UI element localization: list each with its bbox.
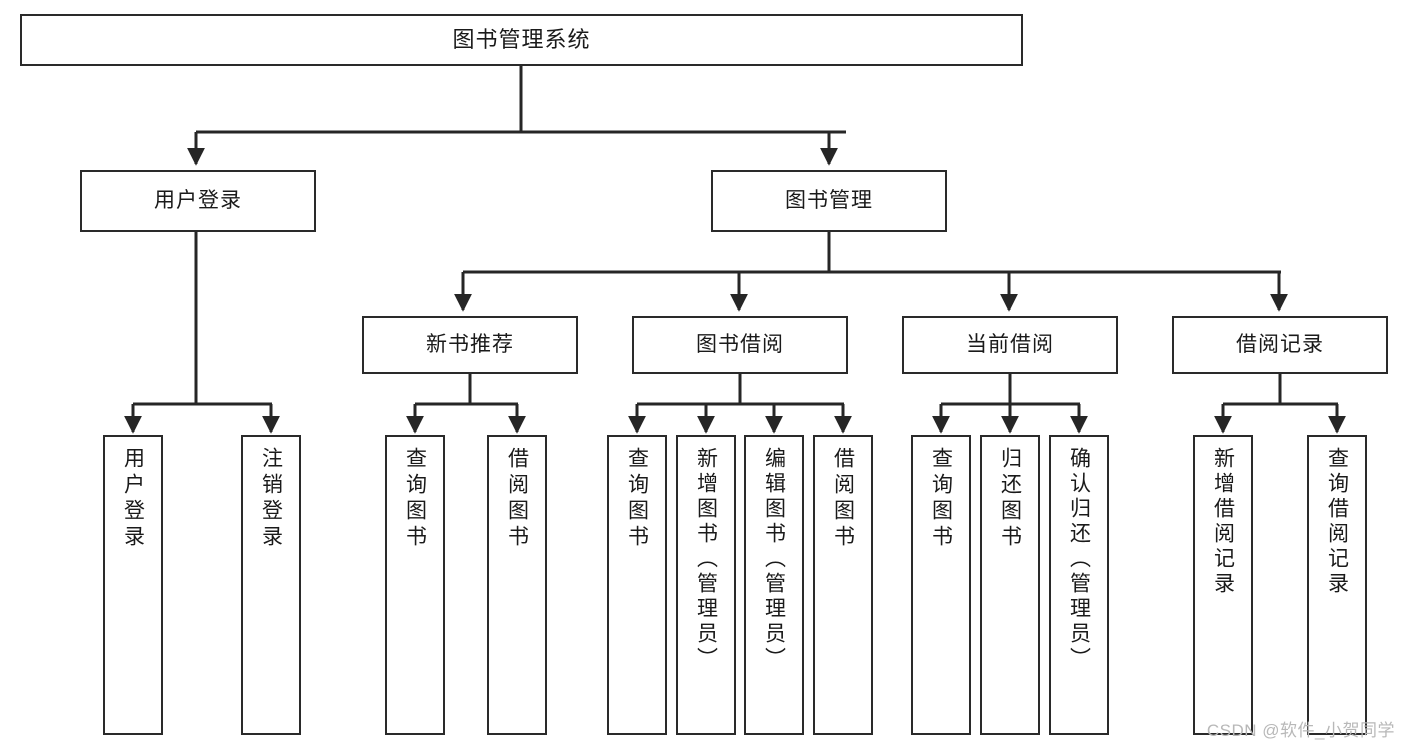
node-book-management[interactable]: 图书管理 [711,170,947,232]
leaf-edit-book-admin[interactable]: 编辑图书（管理员） [744,435,804,735]
node-label: 借阅图书 [831,447,855,551]
node-user-login[interactable]: 用户登录 [80,170,316,232]
leaf-return-book[interactable]: 归还图书 [980,435,1040,735]
leaf-add-borrow-record[interactable]: 新增借阅记录 [1193,435,1253,735]
node-label: 确认归还（管理员） [1067,447,1091,672]
leaf-query-borrow-record[interactable]: 查询借阅记录 [1307,435,1367,735]
node-label: 查询图书 [403,447,427,551]
leaf-user-logout[interactable]: 注销登录 [241,435,301,735]
node-label: 查询借阅记录 [1325,447,1349,597]
leaf-borrow-book[interactable]: 借阅图书 [813,435,873,735]
node-label: 编辑图书（管理员） [762,447,786,672]
node-label: 注销登录 [259,447,283,551]
node-book-borrowing[interactable]: 图书借阅 [632,316,848,374]
node-label: 借阅图书 [505,447,529,551]
node-label: 借阅记录 [1236,332,1324,356]
leaf-new-book-borrow[interactable]: 借阅图书 [487,435,547,735]
node-new-book-recommendation[interactable]: 新书推荐 [362,316,578,374]
node-label: 图书管理 [785,188,873,212]
node-label: 用户登录 [154,188,242,212]
leaf-add-book-admin[interactable]: 新增图书（管理员） [676,435,736,735]
node-label: 图书管理系统 [452,27,591,53]
node-label: 新书推荐 [426,332,514,356]
node-borrow-records[interactable]: 借阅记录 [1172,316,1388,374]
node-label: 用户登录 [121,447,145,551]
leaf-borrow-query-book[interactable]: 查询图书 [607,435,667,735]
node-label: 新增图书（管理员） [694,447,718,672]
node-label: 归还图书 [998,447,1022,551]
watermark-text: CSDN @软件_小贺同学 [1206,721,1395,740]
node-root-book-management-system[interactable]: 图书管理系统 [20,14,1023,66]
node-label: 新增借阅记录 [1211,447,1235,597]
leaf-current-query-book[interactable]: 查询图书 [911,435,971,735]
leaf-confirm-return-admin[interactable]: 确认归还（管理员） [1049,435,1109,735]
node-label: 查询图书 [929,447,953,551]
node-label: 图书借阅 [696,332,784,356]
leaf-user-login[interactable]: 用户登录 [103,435,163,735]
node-current-borrowing[interactable]: 当前借阅 [902,316,1118,374]
node-label: 当前借阅 [966,332,1054,356]
node-label: 查询图书 [625,447,649,551]
leaf-new-book-query[interactable]: 查询图书 [385,435,445,735]
